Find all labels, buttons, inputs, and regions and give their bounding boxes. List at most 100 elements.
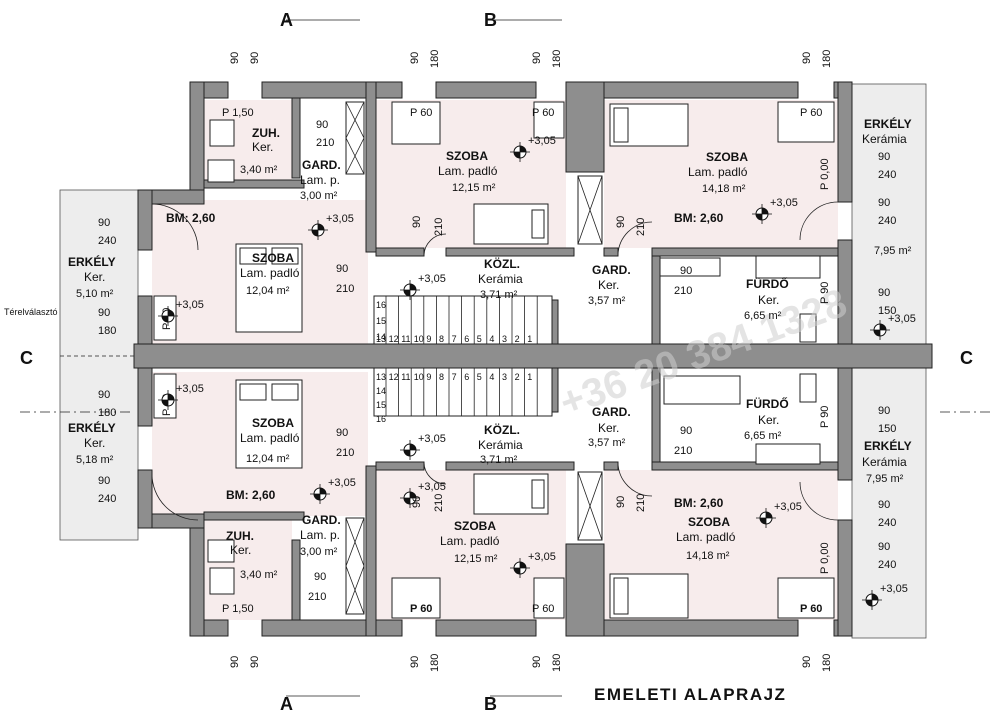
l-erkely-l-surface: Ker. (84, 436, 105, 450)
dimension-value: 210 (635, 218, 647, 236)
level-marker: +3,05 (158, 383, 204, 410)
level-marker: +3,05 (862, 583, 908, 610)
dimension-value: 90 (314, 571, 326, 583)
dimension-value: 90 (98, 307, 110, 319)
l-furdo-surface: Ker. (758, 413, 779, 427)
u-szoba3-name: SZOBA (252, 251, 294, 265)
l-szoba2-area: 14,18 m² (686, 550, 730, 562)
u-p60-b: P 60 (532, 107, 554, 119)
dimension-labels: 9024090180901809024090240902409015090150… (98, 50, 896, 672)
stair-step-label: 5 (477, 372, 482, 382)
l-szoba1-area: 12,15 m² (454, 553, 498, 565)
l-szoba3-surface: Lam. padló (240, 431, 300, 445)
level-value: +3,05 (528, 135, 556, 147)
u-gard1-area: 3,00 m² (300, 190, 338, 202)
level-value: +3,05 (176, 383, 204, 395)
dimension-value: 210 (308, 591, 326, 603)
dimension-value: 90 (409, 656, 421, 668)
dimension-value: 90 (229, 52, 241, 64)
stair-step-label: 12 (389, 372, 399, 382)
l-gard2-surface: Ker. (598, 421, 619, 435)
axis-b-top: B (484, 10, 497, 30)
dimension-value: 90 (98, 389, 110, 401)
l-erkely-l-name: ERKÉLY (68, 420, 116, 435)
u-p90: P 90 (819, 282, 831, 304)
level-marker: +3,05 (400, 481, 446, 508)
level-value: +3,05 (774, 501, 802, 513)
dimension-value: 90 (878, 405, 890, 417)
stair-step-label: 2 (515, 372, 520, 382)
stair-step-label: 1 (527, 372, 532, 382)
stair-step-label: 4 (489, 334, 494, 344)
dimension-value: 240 (98, 493, 116, 505)
dimension-value: 240 (878, 559, 896, 571)
level-value: +3,05 (418, 433, 446, 445)
l-zuh-name: ZUH. (226, 529, 254, 543)
u-p150: P 1,50 (222, 107, 254, 119)
u-szoba1-surface: Lam. padló (438, 164, 498, 178)
stair-step-label: 15 (376, 316, 386, 326)
level-value: +3,05 (326, 213, 354, 225)
stair-step-label: 3 (502, 334, 507, 344)
l-gard1-name: GARD. (302, 513, 341, 527)
l-kozl-surface: Kerámia (478, 438, 523, 452)
stair-step-label: 6 (464, 334, 469, 344)
u-p60-a: P 60 (410, 107, 432, 119)
u-p0: P 0,00 (819, 158, 831, 190)
l-furdo-name: FÜRDŐ (746, 396, 789, 411)
dimension-value: 90 (531, 52, 543, 64)
level-value: +3,05 (176, 299, 204, 311)
wardrobes (345, 101, 603, 615)
u-gard1-surface: Lam. p. (300, 173, 340, 187)
dimension-value: 90 (801, 656, 813, 668)
axis-b-bottom: B (484, 694, 497, 714)
stair-step-label: 14 (376, 332, 386, 342)
level-marker: +3,05 (752, 197, 798, 224)
stair-step-label: 11 (401, 334, 410, 344)
l-szoba3-area: 12,04 m² (246, 453, 290, 465)
u-kozl-surface: Kerámia (478, 272, 523, 286)
level-marker: +3,05 (158, 299, 204, 326)
u-gard2-surface: Ker. (598, 278, 619, 292)
stair-step-label: 1 (527, 334, 532, 344)
dimension-value: 90 (316, 119, 328, 131)
u-gard2-name: GARD. (592, 263, 631, 277)
dimension-value: 90 (878, 197, 890, 209)
l-erkely-l-area: 5,18 m² (76, 454, 114, 466)
stair-step-label: 11 (401, 372, 410, 382)
u-erkely-l-surface: Ker. (84, 270, 105, 284)
dimension-value: 90 (411, 216, 423, 228)
level-value: +3,05 (418, 481, 446, 493)
dimension-value: 210 (674, 445, 692, 457)
l-gard1-surface: Lam. p. (300, 528, 340, 542)
dimension-value: 90 (680, 265, 692, 277)
stairs-lower (373, 367, 553, 417)
level-marker: +3,05 (310, 477, 356, 504)
dimension-value: 150 (878, 305, 896, 317)
level-value: +3,05 (528, 551, 556, 563)
dimension-value: 90 (249, 52, 261, 64)
l-p60-a: P 60 (410, 603, 432, 615)
dimension-value: 180 (821, 654, 833, 672)
l-zuh-area: 3,40 m² (240, 569, 278, 581)
walls (133, 81, 933, 637)
stair-step-label: 3 (502, 372, 507, 382)
u-gard1-name: GARD. (302, 158, 341, 172)
dimension-value: 90 (878, 287, 890, 299)
stair-step-label: 9 (426, 334, 431, 344)
dimension-value: 90 (531, 656, 543, 668)
stair-step-label: 8 (439, 334, 444, 344)
l-szoba1-name: SZOBA (454, 519, 496, 533)
dimension-value: 180 (98, 325, 116, 337)
stair-step-label: 13 (376, 334, 386, 344)
terel-label: Térelválasztó (4, 307, 58, 317)
u-zuh-surface: Ker. (252, 140, 273, 154)
u-gard2-area: 3,57 m² (588, 295, 626, 307)
l-szoba1-surface: Lam. padló (440, 534, 500, 548)
dimension-value: 90 (336, 263, 348, 275)
dimension-value: 240 (98, 235, 116, 247)
l-furdo-area: 6,65 m² (744, 430, 782, 442)
dimension-value: 90 (229, 656, 241, 668)
dimension-value: 90 (680, 425, 692, 437)
level-marker: +3,05 (400, 433, 446, 460)
